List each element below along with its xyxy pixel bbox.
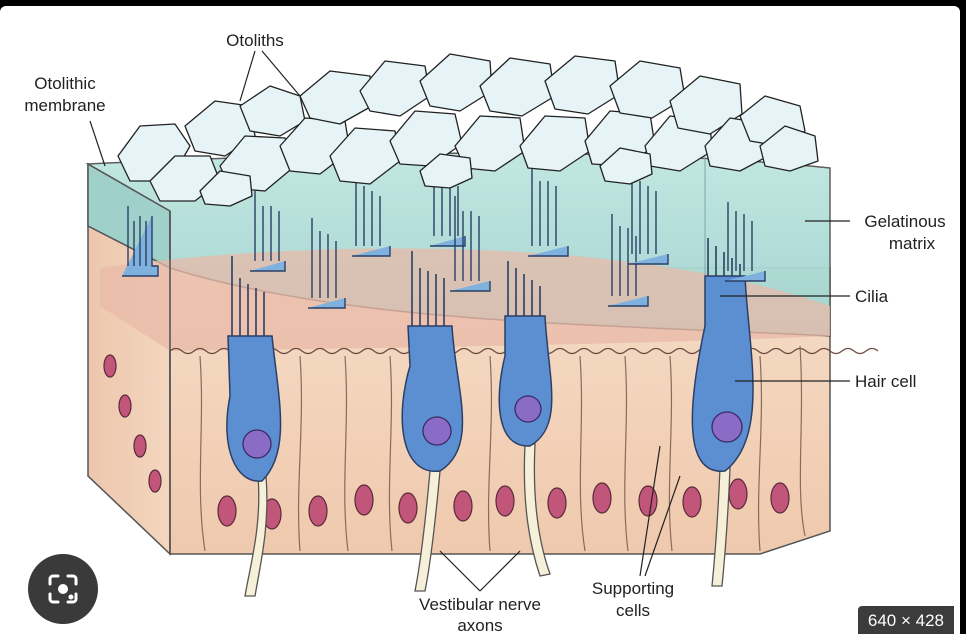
label-supporting-cells-line2: cells [616, 601, 650, 620]
supporting-nuclei [103, 354, 790, 530]
otolith-crystals [117, 53, 819, 207]
otolith-organ-diagram: Otoliths Otolithic membrane Gelatinous m… [24, 31, 945, 634]
label-otolithic-membrane-line1: Otolithic [34, 74, 96, 93]
label-otoliths: Otoliths [226, 31, 284, 50]
label-supporting-cells-line1: Supporting [592, 579, 674, 598]
ciliary-layer [100, 248, 830, 351]
image-panel: Otoliths Otolithic membrane Gelatinous m… [0, 6, 960, 634]
label-vestibular-nerve-line1: Vestibular nerve [419, 595, 541, 614]
label-gelatinous-matrix-line1: Gelatinous [864, 212, 945, 231]
label-otolithic-membrane-line2: membrane [24, 96, 105, 115]
cilia-bundles [231, 238, 741, 336]
label-hair-cell: Hair cell [855, 372, 916, 391]
hair-cell-nuclei [242, 395, 743, 459]
nerve-axons [244, 443, 731, 597]
image-dimensions-badge: 640 × 428 [857, 606, 954, 634]
label-gelatinous-matrix-line2: matrix [889, 234, 936, 253]
leader-lines [89, 50, 850, 592]
lens-glyph [48, 574, 78, 604]
label-vestibular-nerve-line2: axons [457, 616, 502, 634]
gel-cilia-tufts [122, 164, 766, 309]
label-cilia: Cilia [855, 287, 889, 306]
lens-camera-icon[interactable] [28, 554, 98, 624]
